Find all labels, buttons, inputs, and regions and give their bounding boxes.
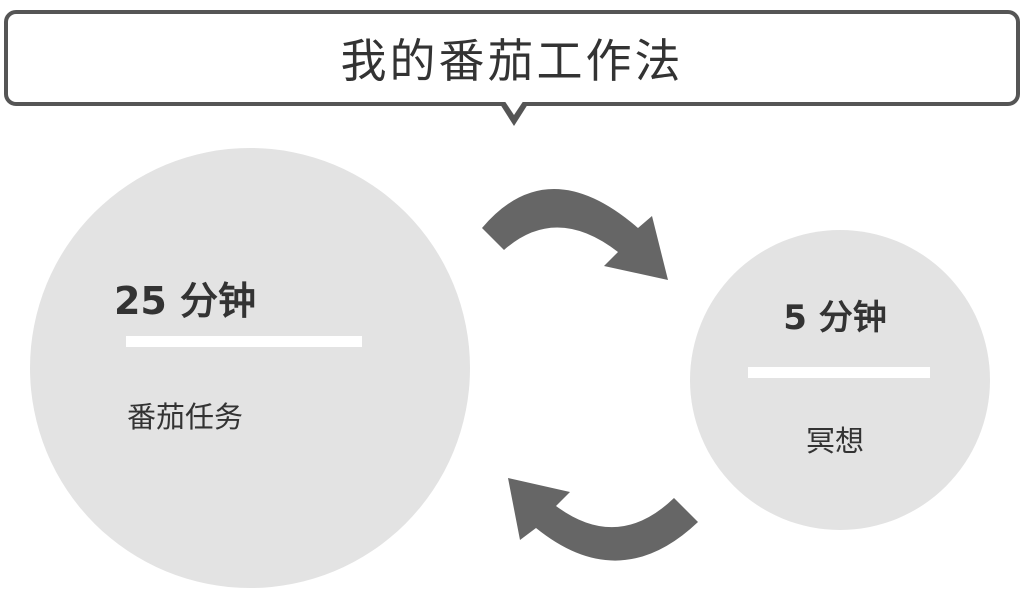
callout-pointer — [500, 100, 528, 126]
work-circle: 25 分钟 番茄任务 — [30, 148, 470, 588]
title-callout: 我的番茄工作法 — [4, 10, 1020, 106]
forward-arrow-icon — [482, 189, 668, 280]
diagram-title: 我的番茄工作法 — [340, 34, 684, 88]
work-duration: 25 分钟 — [113, 279, 257, 323]
work-divider — [126, 336, 362, 347]
return-arrow-icon — [508, 478, 698, 561]
work-activity: 番茄任务 — [126, 400, 243, 434]
rest-activity: 冥想 — [805, 424, 864, 458]
rest-circle: 5 分钟 冥想 — [690, 230, 990, 530]
rest-divider — [748, 367, 930, 378]
rest-duration: 5 分钟 — [783, 298, 887, 338]
